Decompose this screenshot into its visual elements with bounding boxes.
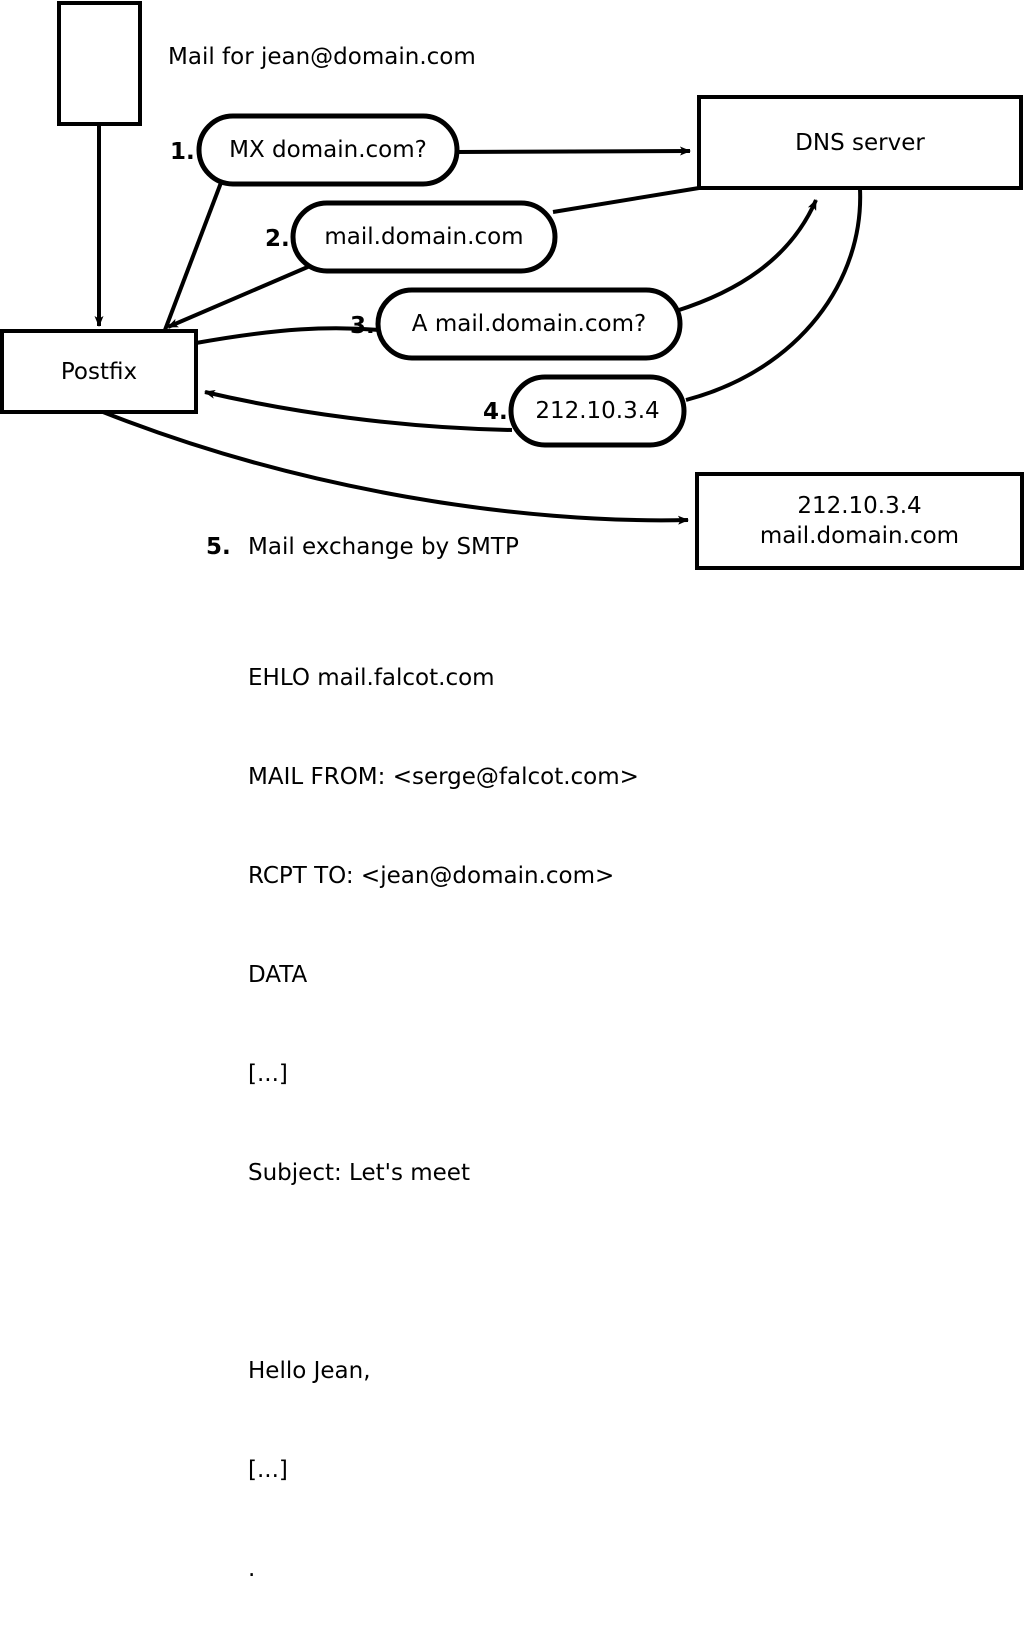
smtp-line: MAIL FROM: <serge@falcot.com>	[248, 764, 639, 790]
step-2-bubble	[290, 200, 558, 274]
step-5-number: 5.	[206, 534, 231, 560]
smtp-transcript: EHLO mail.falcot.com MAIL FROM: <serge@f…	[248, 596, 639, 1652]
smtp-line: Subject: Let's meet	[248, 1160, 470, 1186]
step-4-bubble	[508, 374, 687, 448]
step-5-label: Mail exchange by SMTP	[248, 534, 519, 560]
postfix-box	[0, 329, 198, 414]
edge-postfix-to-step3	[195, 326, 381, 345]
smtp-line: [...]	[248, 1457, 288, 1483]
step-4-number: 4.	[483, 399, 508, 425]
edge-dns-to-step2	[552, 186, 700, 214]
step-1-number: 1.	[170, 139, 195, 165]
smtp-line-blank	[248, 1256, 639, 1289]
edge-step1-to-dns	[454, 146, 691, 156]
step-2-number: 2.	[265, 226, 290, 252]
edge-step4-to-postfix	[204, 389, 513, 432]
mail-for-note: Mail for jean@domain.com	[168, 44, 476, 70]
dns-server-box	[697, 95, 1023, 190]
edge-step2-to-postfix	[167, 264, 311, 329]
edge-postfix-to-step1	[163, 179, 224, 331]
smtp-line: EHLO mail.falcot.com	[248, 665, 495, 691]
edge-step3-to-dns	[675, 199, 818, 313]
smtp-line: Hello Jean,	[248, 1358, 371, 1384]
edge-dns-to-step4	[685, 188, 863, 402]
client-box	[57, 1, 142, 126]
smtp-line: RCPT TO: <jean@domain.com>	[248, 863, 615, 889]
diagram-canvas	[0, 1, 1024, 570]
smtp-line: [...]	[248, 1061, 288, 1087]
mail-flow-diagram: Mail for jean@domain.com Postfix DNS ser…	[0, 1, 1024, 1582]
step-3-number: 3.	[350, 313, 375, 339]
target-server-box	[695, 472, 1024, 570]
step-1-bubble	[196, 113, 460, 187]
step-3-bubble	[375, 287, 683, 361]
smtp-line: .	[248, 1556, 256, 1582]
edge-postfix-to-target	[102, 410, 689, 525]
smtp-line: DATA	[248, 962, 308, 988]
